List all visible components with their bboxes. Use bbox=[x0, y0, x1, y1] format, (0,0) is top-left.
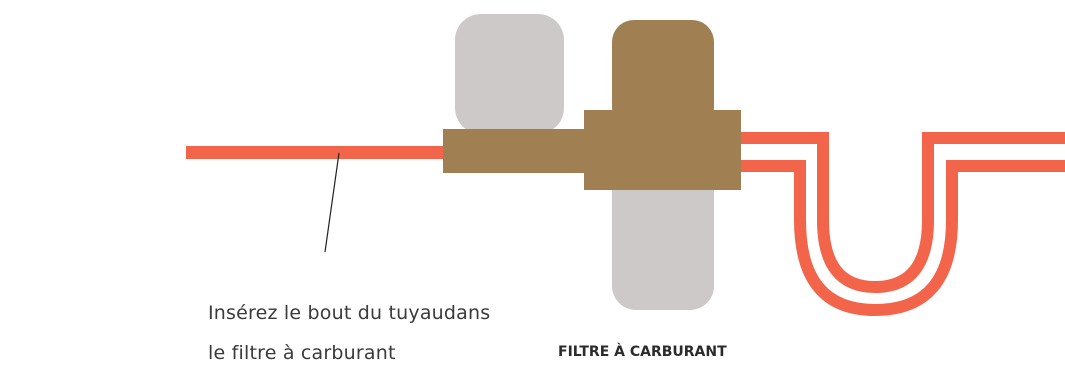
instruction-caption-line-1: Insérez le bout du tuyaudans bbox=[208, 302, 491, 324]
filter-housing-bottom bbox=[612, 160, 714, 310]
filter-housing-left bbox=[455, 14, 564, 134]
filter-connector-left bbox=[443, 129, 588, 173]
leader-line bbox=[324, 152, 340, 253]
fuel-filter-label: FILTRE À CARBURANT bbox=[558, 344, 727, 360]
filter-body-cap bbox=[612, 20, 714, 130]
fuel-hose-inlet bbox=[186, 146, 448, 159]
filter-body-center bbox=[584, 110, 741, 190]
instruction-caption-line-2: le filtre à carburant bbox=[208, 342, 396, 364]
fuel-hose-outlet-inner bbox=[740, 160, 1065, 317]
fuel-hose-outlet-outer bbox=[740, 132, 1065, 294]
